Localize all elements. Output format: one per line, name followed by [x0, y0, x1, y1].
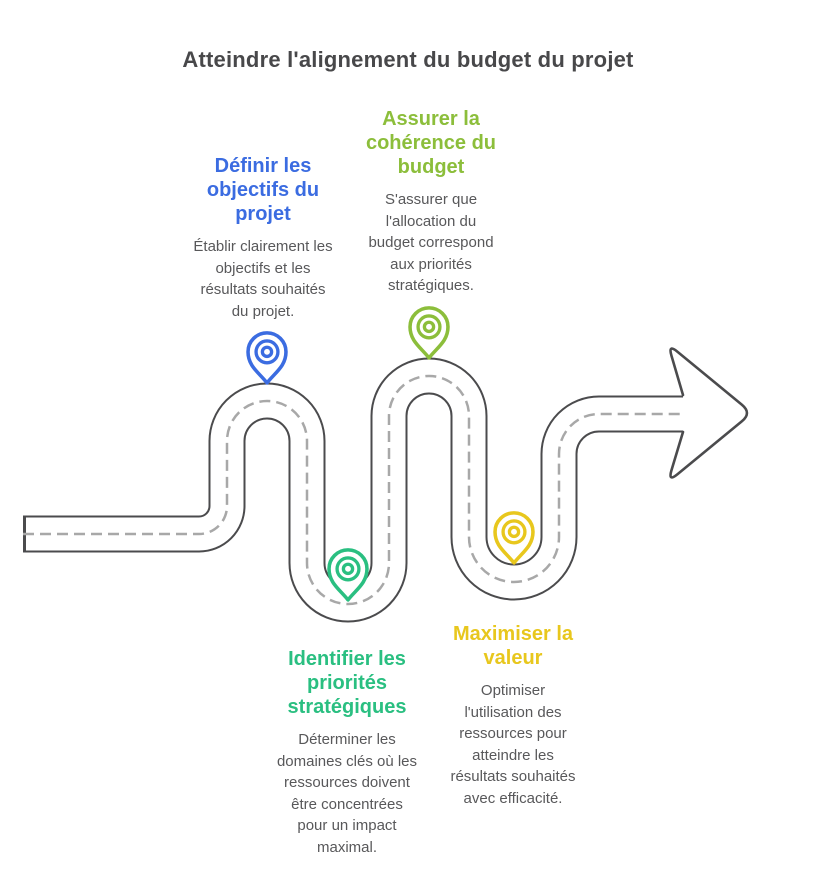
- arrow-head-icon: [669, 347, 749, 479]
- step-3-description: Déterminer les domaines clés où les ress…: [276, 731, 418, 856]
- page-title: Atteindre l'alignement du budget du proj…: [182, 47, 634, 72]
- step-1-description: Établir clairement les objectifs et les …: [193, 238, 333, 320]
- step-1-heading: Définir les objectifs du projet: [206, 155, 320, 225]
- olive-map-pin-icon: [408, 306, 450, 360]
- step-2-description: S'assurer que l'allocation du budget cor…: [368, 191, 494, 294]
- step-4-heading: Maximiser la valeur: [452, 623, 574, 669]
- blue-map-pin-icon: [246, 331, 288, 385]
- step-2-budget-coherence: Assurer la cohérence du budget S'assurer…: [331, 107, 531, 297]
- step-4-maximize-value: Maximiser la valeur Optimiser l'utilisat…: [413, 622, 613, 809]
- yellow-map-pin-icon: [493, 511, 535, 565]
- step-3-strategic-priorities: Identifier les priorités stratégiques Dé…: [247, 647, 447, 858]
- step-2-heading: Assurer la cohérence du budget: [365, 108, 497, 178]
- step-4-description: Optimiser l'utilisation des ressources p…: [450, 682, 576, 807]
- road-centerline-dashes: [23, 374, 682, 606]
- teal-map-pin-icon: [327, 548, 369, 602]
- step-1-define-objectives: Définir les objectifs du projet Établir …: [163, 154, 363, 322]
- step-3-heading: Identifier les priorités stratégiques: [287, 648, 407, 718]
